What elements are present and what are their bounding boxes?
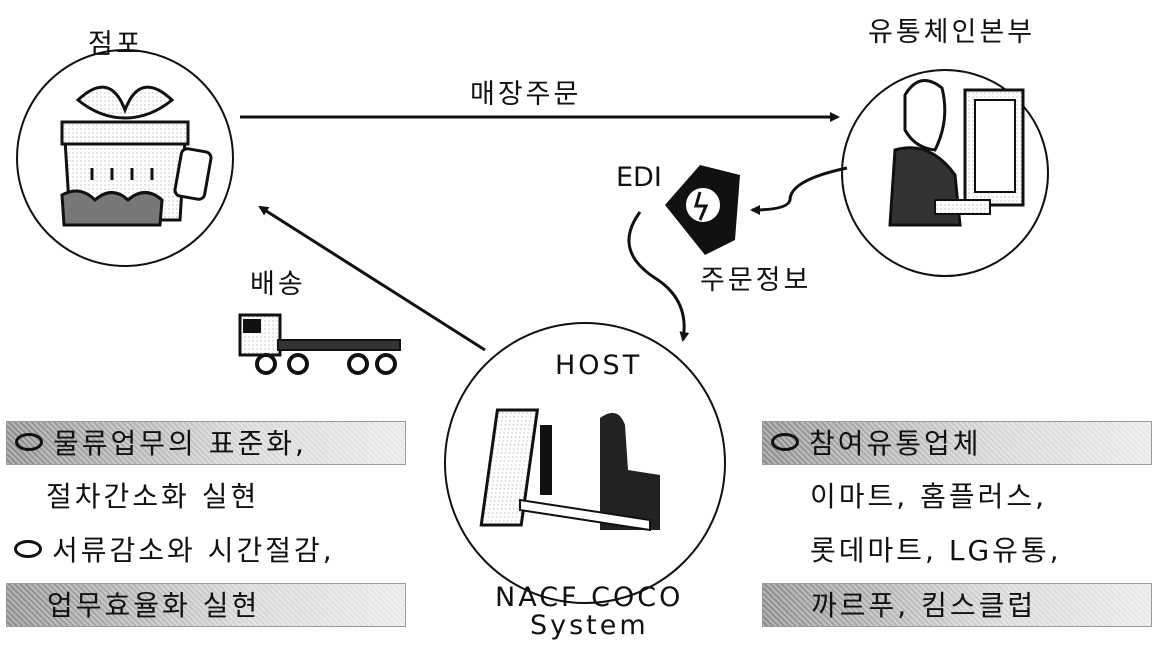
order-info-label: 주문정보: [700, 265, 812, 296]
operator-icon: [888, 79, 1025, 227]
delivery-edge: [258, 205, 486, 352]
computer-operator-icon: [479, 408, 660, 532]
left-box-text-1: 물류업무의 표준화,: [53, 427, 307, 460]
right-box-text-1: 참여유통업체: [809, 427, 982, 460]
store-title: 점포: [88, 29, 144, 60]
bullet-icon: [14, 540, 42, 558]
right-box-text-3: 롯데마트, LG유통,: [810, 534, 1062, 567]
shop-icon: [60, 85, 213, 227]
edi-icon: [665, 165, 740, 255]
right-box-line-3: 롯데마트, LG유통,: [810, 529, 1062, 573]
left-box-line-3: 서류감소와 시간절감,: [14, 529, 335, 573]
host-title: HOST: [555, 350, 643, 381]
left-box-line-2: 절차간소화 실현: [46, 475, 259, 519]
host-caption-line1: NACF COCO: [495, 582, 684, 613]
right-box-text-2: 이마트, 홈플러스,: [810, 480, 1048, 513]
right-box-line-1: 참여유통업체: [762, 421, 1152, 465]
order-label: 매장주문: [470, 79, 582, 110]
hq-to-edi-edge: [750, 166, 848, 215]
host-caption-line2: System: [530, 610, 649, 641]
edi-to-host-edge: [627, 211, 690, 342]
bullet-icon: [15, 433, 43, 451]
delivery-label: 배송: [250, 269, 306, 300]
left-box-text-3: 서류감소와 시간절감,: [52, 534, 335, 567]
right-box-line-2: 이마트, 홈플러스,: [810, 475, 1047, 519]
right-box-text-4: 까르푸, 킴스클럽: [811, 589, 1037, 622]
left-box-line-1: 물류업무의 표준화,: [6, 421, 406, 465]
hq-title: 유통체인본부: [868, 17, 1036, 48]
left-box-text-4: 업무효율화 실현: [47, 589, 261, 622]
bullet-icon: [771, 433, 799, 451]
right-info-box: 참여유통업체 이마트, 홈플러스, 롯데마트, LG유통, 까르푸, 킴스클럽: [762, 421, 1152, 631]
hq-node: [841, 69, 1049, 277]
store-node: [16, 49, 234, 267]
host-node: [444, 322, 726, 604]
right-box-line-4: 까르푸, 킴스클럽: [762, 583, 1152, 627]
edi-label: EDI: [616, 162, 662, 193]
left-box-line-4: 업무효율화 실현: [6, 583, 406, 627]
left-info-box: 물류업무의 표준화, 절차간소화 실현 서류감소와 시간절감, 업무효율화 실현: [6, 421, 406, 631]
truck-icon: [238, 313, 401, 375]
left-box-text-2: 절차간소화 실현: [46, 480, 260, 513]
